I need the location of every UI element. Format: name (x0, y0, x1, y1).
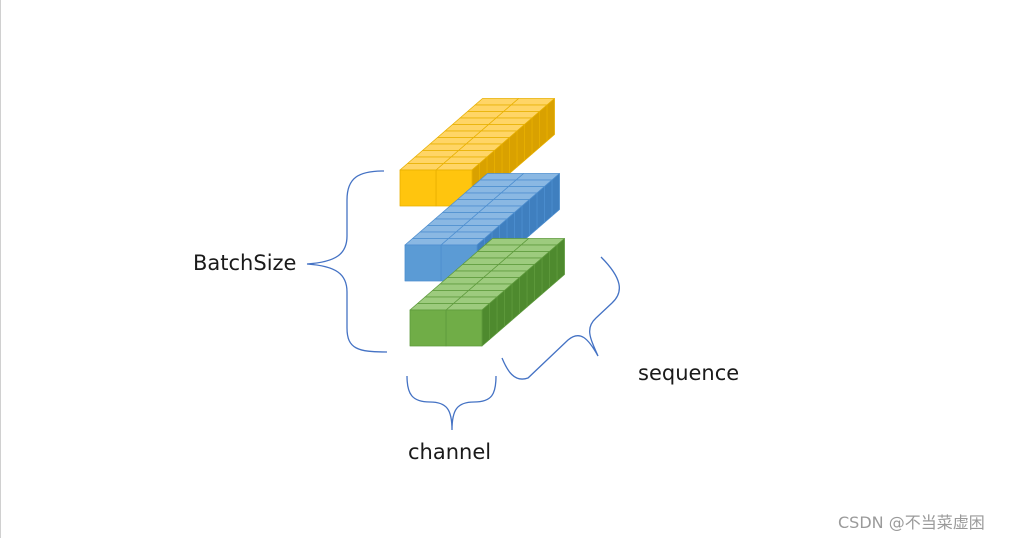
blue-cube-side (521, 199, 530, 243)
green-cube-side (534, 257, 543, 301)
sequence-brace (501, 256, 620, 380)
blue-cube-top (464, 186, 509, 194)
yellow-cube-top (414, 150, 459, 158)
green-cube-side (526, 264, 535, 308)
blue-cube-side (536, 186, 545, 230)
batch-brace (306, 170, 388, 353)
green-cube-top (424, 290, 469, 298)
watermark: CSDN @不当菜虚困 (838, 513, 985, 532)
blue-cube-side (551, 173, 560, 217)
green-cube-top (439, 277, 484, 285)
green-cube-side (504, 283, 513, 327)
yellow-cube-top (407, 156, 452, 164)
green-cube-side (556, 238, 565, 282)
green-cube-side (489, 296, 498, 340)
blue-cube-top (449, 199, 494, 207)
blue-cube-top (419, 225, 464, 233)
yellow-cube-side (531, 111, 540, 155)
green-cube-side (549, 244, 558, 288)
tensor-bars (399, 98, 565, 347)
blue-cube-top (472, 179, 517, 187)
channel-brace (406, 375, 497, 431)
yellow-cube-top (422, 143, 467, 151)
green-cube-front (445, 309, 483, 347)
green-cube-top (432, 283, 477, 291)
blue-cube-side (544, 179, 553, 223)
green-cube-side (511, 277, 520, 321)
green-cube-top (469, 251, 514, 259)
channel-label: channel (408, 440, 492, 464)
blue-cube-top (479, 173, 524, 181)
yellow-cube-front (399, 169, 437, 207)
green-cube-top (462, 257, 507, 265)
batchsize-label: BatchSize (193, 251, 297, 275)
blue-cube-top (442, 205, 487, 213)
yellow-cube-top (444, 124, 489, 132)
blue-cube-top (412, 231, 457, 239)
blue-cube-side (529, 192, 538, 236)
blue-cube-top (427, 218, 472, 226)
yellow-cube-side (524, 117, 533, 161)
sequence-label: sequence (638, 361, 740, 385)
yellow-cube-side (516, 124, 525, 168)
green-cube-top (454, 264, 499, 272)
green-cube-front (409, 309, 447, 347)
yellow-cube-top (467, 104, 512, 112)
green-cube-side (519, 270, 528, 314)
green-cube-top (447, 270, 492, 278)
blue-cube-top (404, 238, 449, 246)
green-cube-side (541, 251, 550, 295)
green-cube-top (484, 238, 529, 246)
yellow-cube-top (429, 137, 474, 145)
yellow-cube-side (509, 130, 518, 174)
blue-cube-top (457, 192, 502, 200)
green-cube-top (409, 303, 454, 311)
green-cube-top (417, 296, 462, 304)
blue-cube-top (434, 212, 479, 220)
yellow-cube-side (546, 98, 555, 142)
yellow-cube-top (474, 98, 519, 106)
yellow-cube-top (452, 117, 497, 125)
yellow-cube-top (437, 130, 482, 138)
blue-cube-front (404, 244, 442, 282)
green-cube-side (496, 290, 505, 334)
green-cube-top (477, 244, 522, 252)
yellow-cube-top (399, 163, 444, 171)
left-border (0, 0, 1, 538)
green-cube-side (481, 303, 490, 347)
yellow-cube-side (539, 104, 548, 148)
yellow-cube-top (459, 111, 504, 119)
